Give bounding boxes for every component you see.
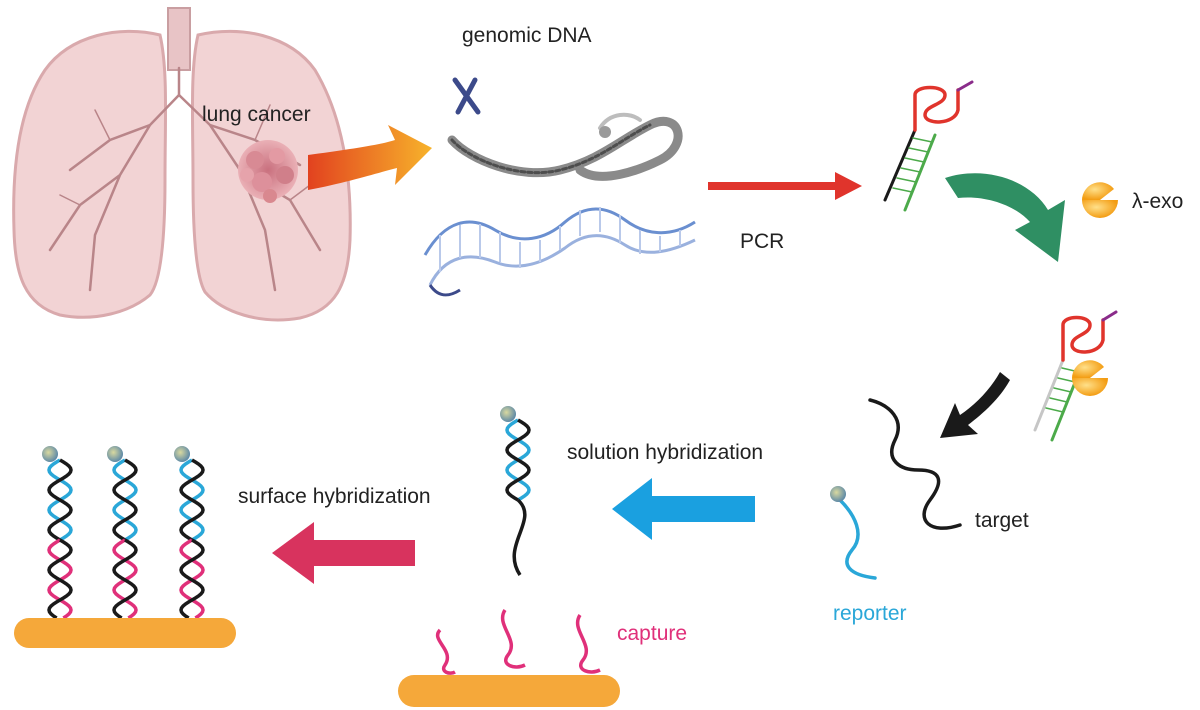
surface-complex-1-lower-strand-a xyxy=(47,538,73,620)
bronchial-tree xyxy=(48,66,322,292)
surface-complex-2-bead xyxy=(107,446,123,462)
surface-complex-2 xyxy=(107,446,138,620)
reporter-label: reporter xyxy=(833,602,907,625)
capture-label: capture xyxy=(617,622,687,645)
solution-hybridization-label: solution hybridization xyxy=(567,441,763,464)
surface-complex-2-lower-strand-a xyxy=(112,538,138,620)
tumor xyxy=(238,140,298,203)
left-lung xyxy=(12,29,168,319)
target-strand xyxy=(868,398,962,530)
solution-hybrid-reporter-label-bead xyxy=(500,406,516,422)
exonuclease-icon xyxy=(1082,182,1118,218)
surface-hybridization-label: surface hybridization xyxy=(238,485,431,508)
capture-surface xyxy=(398,609,620,707)
surface-complex-1-upper-strand-a xyxy=(47,458,73,542)
chromatin-fiber xyxy=(447,112,683,181)
target-label: target xyxy=(975,509,1029,532)
surface-complex-3-upper-strand-a xyxy=(179,458,205,542)
green-arrow xyxy=(945,173,1065,262)
solution-hybrid-duplex xyxy=(500,406,531,576)
solution-hybrid-upper-strand-a xyxy=(505,418,531,502)
surface-hybridization-arrow xyxy=(272,522,415,584)
surface-complex-2-upper-strand-a xyxy=(112,458,138,542)
trachea xyxy=(167,7,191,71)
pcr-label: PCR xyxy=(740,230,784,253)
lambda-exo-label: λ-exo xyxy=(1132,190,1183,213)
solution-hybrid-target-tail xyxy=(512,498,527,576)
pcr-product-duplex xyxy=(883,80,974,212)
dna-double-helix xyxy=(423,207,696,297)
surface-complex-1 xyxy=(42,446,73,620)
surface-complex-3-bead xyxy=(174,446,190,462)
lung-illustration xyxy=(12,7,352,322)
surface-bound-complexes xyxy=(42,446,205,620)
surface-complex-1-bead xyxy=(42,446,58,462)
orange-arrow xyxy=(308,125,432,190)
pcr-arrow xyxy=(708,172,862,200)
genomic-dna-label: genomic DNA xyxy=(462,24,592,47)
chromosome-icon xyxy=(452,77,481,115)
reporter-probe xyxy=(830,486,877,580)
exonuclease-bound-icon xyxy=(1072,360,1108,396)
lung-cancer-label: lung cancer xyxy=(202,103,311,126)
black-arrow xyxy=(940,372,1010,438)
surface-complex-3-lower-strand-a xyxy=(179,538,205,620)
solution-hybridization-arrow xyxy=(612,478,755,540)
sensor-surface xyxy=(14,618,236,648)
surface-complex-3 xyxy=(174,446,205,620)
